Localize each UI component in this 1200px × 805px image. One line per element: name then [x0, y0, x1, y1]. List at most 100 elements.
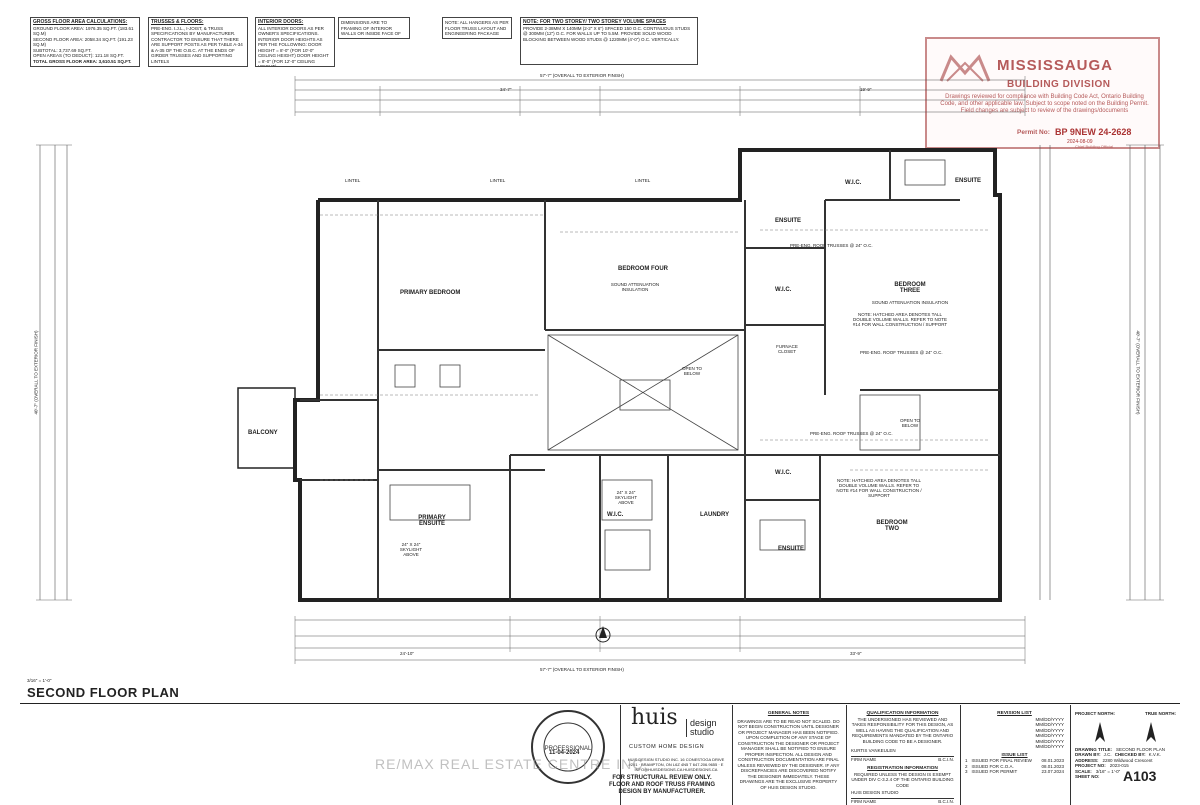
room-balcony: BALCONY — [248, 430, 278, 436]
lintel-label: LINTEL — [345, 178, 361, 183]
room-bedroom-three: BEDROOM THREE — [894, 282, 926, 294]
sheet-info-block: PROJECT NORTH: TRUE NORTH: DRAWING TITLE… — [1070, 705, 1180, 805]
issue-text: ISSUED FOR C.O.A. — [971, 763, 1014, 769]
company-tagline: CUSTOM HOME DESIGN — [629, 744, 705, 750]
project-north-arrow-icon — [1095, 721, 1106, 742]
dimensions-text: DIMENSIONS ARE TO FRAMING OF INTERIOR WA… — [341, 20, 407, 39]
room-bedroom-two: BEDROOM TWO — [876, 520, 908, 532]
checked-by-label: CHECKED BY: — [1114, 752, 1146, 757]
two-storey-note: NOTE: FOR TWO STOREY/ TWO STOREY VOLUME … — [520, 17, 698, 65]
general-notes-block: GENERAL NOTES DRAWINGS ARE TO BE READ NO… — [732, 705, 844, 805]
scale-value: 3/16" = 1'-0" — [1095, 768, 1121, 774]
company-name: huis — [631, 705, 678, 730]
skylight-label: 24" X 24" SKYLIGHT ABOVE — [399, 542, 423, 557]
room-ensuite-top: ENSUITE — [955, 178, 982, 184]
project-no-label: PROJECT NO: — [1075, 763, 1106, 768]
sheet-no-label: SHEET NO: — [1075, 774, 1100, 779]
balcony-outline — [237, 387, 296, 469]
qualification-name: KURTIS VANKEULEN — [851, 748, 896, 753]
revision-title: REVISION LIST — [997, 711, 1032, 716]
stamp-brand: MISSISSAUGA — [997, 57, 1114, 74]
doors-text: ALL INTERIOR DOORS AS PER OWNER'S SPECIF… — [258, 25, 329, 67]
floor-plan-drawing — [36, 76, 1164, 664]
permit-date: 2024-08-09 — [1067, 139, 1093, 145]
company-subname: design studio — [686, 719, 730, 737]
overall-bottom-dim: 57'-7" (OVERALL TO EXTERIOR FINISH) — [540, 667, 624, 672]
project-no-value: 2023-015 — [1109, 763, 1129, 768]
scale-label: SCALE: — [1075, 768, 1092, 774]
dimensions-note: DIMENSIONS ARE TO FRAMING OF INTERIOR WA… — [338, 17, 410, 39]
dim-bottom-2: 33'-9" — [850, 651, 862, 656]
truss-lines — [320, 214, 990, 481]
room-wic-top: W.I.C. — [845, 180, 862, 186]
general-notes-text: DRAWINGS ARE TO BE READ NOT SCALED. DO N… — [737, 718, 840, 790]
two-storey-title: NOTE: FOR TWO STOREY/ TWO STOREY VOLUME … — [523, 19, 666, 25]
address-value: 2280 Wildwood Crescent — [1102, 757, 1153, 763]
company-block: huis design studio CUSTOM HOME DESIGN HU… — [620, 705, 730, 805]
issue-no: 1 — [965, 758, 968, 763]
company-address: HUIS DESIGN STUDIO INC. 16 CONESTOGA DRI… — [627, 757, 725, 772]
issue-row: 1 ISSUED FOR FINAL REVIEW 08.01.2023 — [965, 758, 1064, 764]
municipal-approval-stamp: MISSISSAUGA BUILDING DIVISION Drawings r… — [925, 37, 1160, 149]
dim-top-1: 34'-7" — [500, 87, 512, 92]
permit-number: BP 9NEW 24-2628 — [1055, 127, 1132, 137]
svg-text:PROFESSIONAL: PROFESSIONAL — [545, 746, 592, 752]
qualification-text: THE UNDERSIGNED HAS REVIEWED AND TAKES R… — [851, 716, 954, 744]
general-notes-title: GENERAL NOTES — [767, 711, 810, 716]
hangers-note: NOTE: ALL HANGERS AS PER FLOOR TRUSS LAY… — [442, 17, 512, 39]
checked-by-value: K.V.K. — [1148, 752, 1161, 757]
revision-row: MM/DD/YYYY — [1035, 733, 1064, 738]
stair-opening — [547, 334, 921, 451]
room-furnace-closet: FURNACE CLOSET — [776, 344, 798, 354]
revision-row: MM/DD/YYYY — [1035, 727, 1064, 733]
titleblock-divider — [20, 703, 1180, 704]
bcin-label: B.C.I.N. — [938, 798, 954, 804]
revision-block: REVISION LIST MM/DD/YYYY MM/DD/YYYY MM/D… — [960, 705, 1068, 805]
area-total: TOTAL GROSS FLOOR AREA: 3,610.51 SQ.FT. — [33, 58, 132, 64]
bcin-label: B.C.I.N. — [938, 756, 954, 762]
plan-title: SECOND FLOOR PLAN — [27, 685, 180, 700]
trusses-note: TRUSSES & FLOORS: PRE-ENG. I.J.L., I-JOI… — [148, 17, 248, 67]
issue-no: 3 — [965, 769, 968, 774]
overall-right-dim: 40'-7" (OVERALL TO EXTERIOR FINISH) — [1135, 330, 1141, 415]
dimension-lines — [39, 79, 1161, 661]
lintel-label: LINTEL — [635, 178, 651, 183]
true-north-arrow-icon — [1145, 721, 1156, 742]
area-line: SUBTOTAL: 3,737.69 SQ.FT. — [33, 47, 92, 53]
plan-scale: 3/16" = 1'-0" — [27, 678, 52, 683]
hangers-text: NOTE: ALL HANGERS AS PER FLOOR TRUSS LAY… — [445, 20, 509, 36]
qualification-block: QUALIFICATION INFORMATION THE UNDERSIGNE… — [846, 705, 958, 805]
listing-watermark: RE/MAX REAL ESTATE CENTRE INC. — [375, 756, 649, 772]
area-line: OPEN AREAS (TO DEDUCT): 121.18 SQ.FT. — [33, 53, 124, 58]
stamp-signature: Chief Building Official — [1075, 144, 1113, 149]
issue-text: ISSUED FOR FINAL REVIEW — [971, 758, 1032, 763]
fixtures — [389, 159, 946, 571]
area-line: GROUND FLOOR AREA: 1976.35 SQ.FT. (183.6… — [33, 25, 134, 37]
engineer-seal-icon: PROFESSIONAL — [531, 710, 605, 784]
project-north-label: PROJECT NORTH: — [1075, 711, 1116, 716]
trusses-title: TRUSSES & FLOORS: — [151, 19, 204, 25]
dim-top-2: 19'-9" — [860, 87, 872, 92]
seal-date: 11-04-2024 — [549, 750, 580, 756]
address-label: ADDRESS: — [1075, 757, 1099, 763]
north-arrow-icon — [595, 626, 611, 643]
doors-title: INTERIOR DOORS: — [258, 19, 304, 25]
trusses-text: PRE-ENG. I.J.L., I-JOIST, & TRUSS SPECIF… — [151, 25, 243, 64]
overall-left-dim: 40'-7" (OVERALL TO EXTERIOR FINISH) — [33, 330, 39, 415]
stamp-description: Drawings reviewed for compliance with Bu… — [940, 94, 1149, 114]
mississauga-logo-icon — [939, 54, 991, 82]
registration-firm: HUIS DESIGN STUDIO — [851, 790, 899, 795]
exterior-walls — [293, 148, 1002, 602]
room-primary-ensuite: PRIMARY ENSUITE — [418, 515, 446, 527]
drawing-title-label: DRAWING TITLE: — [1075, 746, 1112, 752]
room-ensuite-mid: ENSUITE — [775, 218, 802, 224]
drawn-by-value: J.C. — [1103, 752, 1112, 757]
revision-row: MM/DD/YYYY — [1035, 722, 1064, 727]
stamp-division: BUILDING DIVISION — [1007, 79, 1111, 90]
area-line: SECOND FLOOR AREA: 2058.34 SQ.FT. (191.2… — [33, 36, 133, 48]
issue-date: 08.01.2023 — [1041, 763, 1064, 769]
firm-label: FIRM NAME — [851, 798, 877, 804]
registration-text: REQUIRED UNLESS THE DESIGN IS EXEMPT UND… — [851, 771, 954, 788]
issue-row: 3 ISSUED FOR PERMIT 23.07.2024 — [965, 769, 1064, 775]
